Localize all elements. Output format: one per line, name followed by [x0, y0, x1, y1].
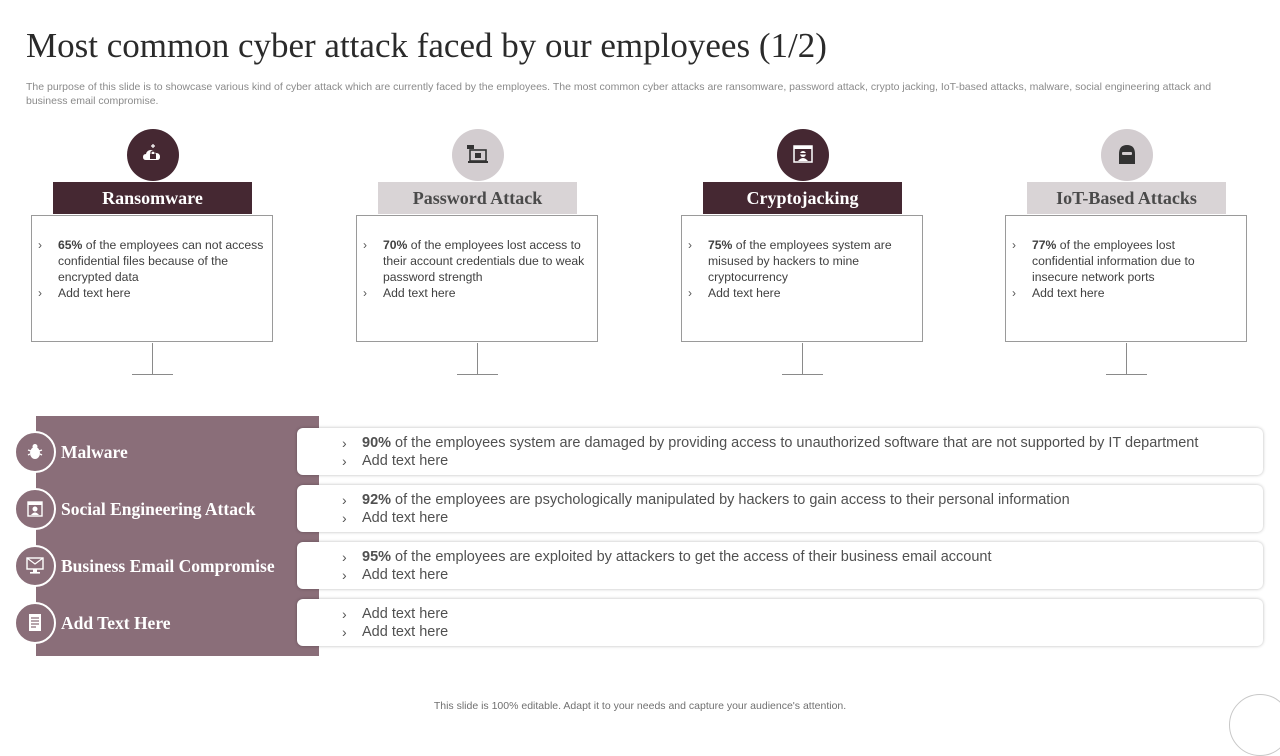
bullet: ›95% of the employees are exploited by a… [342, 549, 992, 565]
slide-title: Most common cyber attack faced by our em… [26, 26, 827, 65]
card-stand-stem [477, 343, 478, 374]
bullet: ›90% of the employees system are damaged… [342, 435, 1199, 451]
bullet: ›65% of the employees can not access con… [38, 238, 264, 284]
card-stand-stem [802, 343, 803, 374]
add-text-detail: ›Add text here ›Add text here [297, 599, 1263, 646]
cryptojacking-tab: Cryptojacking [703, 182, 902, 214]
add-text-label: Add Text Here [61, 613, 171, 633]
bullet: ›92% of the employees are psychologicall… [342, 492, 1070, 508]
social-engineering-detail: ›92% of the employees are psychologicall… [297, 485, 1263, 532]
card-stand-stem [1126, 343, 1127, 374]
hacker-icon [777, 129, 829, 181]
business-email-detail: ›95% of the employees are exploited by a… [297, 542, 1263, 589]
hooded-hacker-icon [1101, 129, 1153, 181]
bullet: ›75% of the employees system are misused… [688, 238, 892, 284]
ransomware-card: ›65% of the employees can not access con… [31, 215, 273, 342]
bullet: ›Add text here [342, 567, 449, 583]
cryptojacking-card: ›75% of the employees system are misused… [681, 215, 923, 342]
ransomware-tab: Ransomware [53, 182, 252, 214]
document-icon [14, 602, 56, 644]
iot-attacks-card: ›77% of the employees lost confidential … [1005, 215, 1247, 342]
iot-attacks-tab: IoT-Based Attacks [1027, 182, 1226, 214]
card-stand-base [1106, 374, 1147, 375]
slide-footer: This slide is 100% editable. Adapt it to… [433, 700, 847, 712]
bullet: ›Add text here [342, 453, 449, 469]
bullet: ›Add text here [342, 606, 449, 622]
malware-label: Malware [61, 442, 128, 462]
bug-icon [14, 431, 56, 473]
attack-type-panel [36, 416, 319, 656]
malware-detail: ›90% of the employees system are damaged… [297, 428, 1263, 475]
bullet: ›Add text here [363, 286, 456, 300]
bullet: ›Add text here [342, 510, 449, 526]
bullet: ›70% of the employees lost access to the… [363, 238, 585, 284]
attack-card-password: Password Attack ›70% of the employees lo… [356, 129, 601, 379]
attack-card-cryptojacking: Cryptojacking ›75% of the employees syst… [681, 129, 926, 379]
password-attack-tab: Password Attack [378, 182, 577, 214]
card-stand-base [457, 374, 498, 375]
attack-card-iot: IoT-Based Attacks ›77% of the employees … [1005, 129, 1250, 379]
card-stand-stem [152, 343, 153, 374]
ransomware-icon [127, 129, 179, 181]
bullet: ›Add text here [38, 286, 131, 300]
password-attack-card: ›70% of the employees lost access to the… [356, 215, 598, 342]
bullet: ›Add text here [1012, 286, 1105, 300]
social-engineering-label: Social Engineering Attack [61, 499, 256, 519]
email-monitor-icon [14, 545, 56, 587]
bullet: ›77% of the employees lost confidential … [1012, 238, 1195, 284]
spy-icon [14, 488, 56, 530]
bullet: ›Add text here [688, 286, 781, 300]
card-stand-base [132, 374, 173, 375]
bullet: ›Add text here [342, 624, 449, 640]
password-icon [452, 129, 504, 181]
slide-subtitle: The purpose of this slide is to showcase… [26, 81, 1212, 107]
corner-decoration [1229, 694, 1280, 756]
card-stand-base [782, 374, 823, 375]
attack-card-ransomware: Ransomware ›65% of the employees can not… [31, 129, 276, 379]
business-email-label: Business Email Compromise [61, 556, 275, 576]
